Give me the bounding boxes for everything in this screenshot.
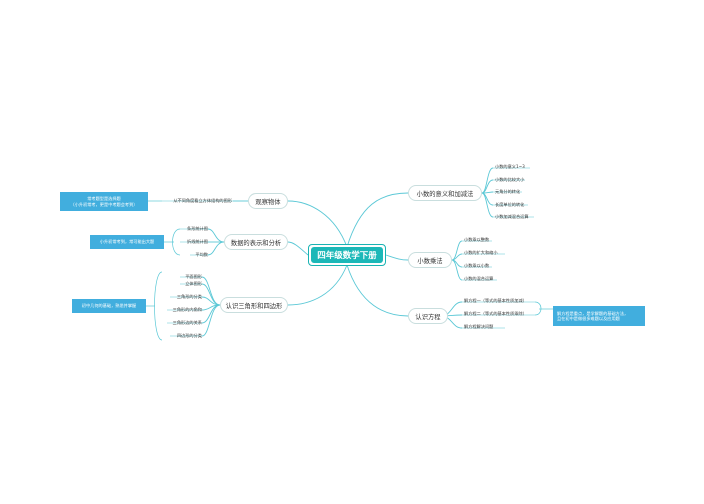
leaf-decimal-meaning-4[interactable]: 长度单位的转化	[495, 202, 525, 207]
callout-observe-line-2: （小升初常考，更是中考题会考到）	[70, 201, 138, 207]
callout-equation-line-2: 且在初中是做很多难题以及应用题	[557, 316, 620, 321]
branch-equation[interactable]: 认识方程	[408, 308, 448, 324]
branch-decimal-meaning[interactable]: 小数的意义和加减法	[408, 185, 482, 201]
callout-data-line-1: 小升初常考到，常可能出大题	[99, 239, 155, 245]
leaf-triangle-2[interactable]: 立体图形	[185, 281, 202, 286]
callout-equation-line-1: 解方程是重点，是学解题的基础方法，	[557, 310, 629, 316]
branch-observe-label: 观察物体	[255, 198, 281, 206]
leaf-decimal-mult-2[interactable]: 小数的扩大和缩小	[464, 250, 498, 255]
leaf-decimal-meaning-5[interactable]: 小数加减混合运算	[495, 214, 529, 219]
callout-data[interactable]: 小升初常考到，常可能出大题	[90, 235, 164, 249]
leaf-triangle-5[interactable]: 三角形边的关系	[172, 320, 202, 325]
leaf-data-1[interactable]: 条形统计图	[187, 226, 208, 231]
callout-triangle-line-1: 初中几何的基础，熟悉并掌握	[81, 303, 137, 309]
branch-observe[interactable]: 观察物体	[248, 193, 288, 209]
callout-equation[interactable]: 解方程是重点，是学解题的基础方法， 且在初中是做很多难题以及应用题	[553, 306, 645, 326]
branch-equation-label: 认识方程	[415, 313, 441, 321]
callout-triangle[interactable]: 初中几何的基础，熟悉并掌握	[72, 299, 146, 313]
leaf-decimal-meaning-3[interactable]: 元角分的转化	[495, 189, 521, 194]
branch-triangle[interactable]: 认识三角形和四边形	[220, 297, 288, 313]
leaf-decimal-meaning-2[interactable]: 小数的比较大小	[495, 177, 525, 182]
callout-observe-line-1: 常考题型是选择题	[87, 196, 121, 201]
leaf-data-2[interactable]: 折线统计图	[187, 239, 208, 244]
leaf-observe-1[interactable]: 从不同角度看立方体组构的图形	[173, 198, 232, 203]
callout-observe[interactable]: 常考题型是选择题 （小升初常考，更是中考题会考到）	[60, 192, 148, 211]
leaf-decimal-mult-4[interactable]: 小数的混合运算	[464, 276, 494, 281]
leaf-triangle-3[interactable]: 三角形的分类	[176, 294, 202, 299]
central-topic-label: 四年级数学下册	[311, 247, 383, 263]
leaf-triangle-1[interactable]: 平面图形	[185, 274, 202, 279]
leaf-decimal-mult-1[interactable]: 小数乘以整数	[464, 237, 490, 242]
leaf-equation-1[interactable]: 解方程一（等式的基本性质加减）	[464, 298, 527, 303]
leaf-equation-2[interactable]: 解方程二（等式的基本性质乘除）	[464, 311, 527, 316]
central-topic[interactable]: 四年级数学下册	[308, 244, 386, 266]
branch-decimal-meaning-label: 小数的意义和加减法	[416, 190, 474, 198]
leaf-triangle-4[interactable]: 三角形的内角和	[172, 307, 202, 312]
leaf-data-3[interactable]: 平均数	[195, 252, 208, 257]
leaf-equation-3[interactable]: 解方程解决问题	[464, 324, 494, 329]
leaf-decimal-meaning-1[interactable]: 小数的意义1~3	[495, 164, 525, 169]
branch-decimal-mult-label: 小数乘法	[417, 257, 443, 265]
branch-data[interactable]: 数据的表示和分析	[224, 234, 288, 250]
leaf-decimal-mult-3[interactable]: 小数乘以小数	[464, 263, 490, 268]
branch-triangle-label: 认识三角形和四边形	[225, 302, 283, 310]
branch-data-label: 数据的表示和分析	[230, 239, 282, 247]
branch-decimal-mult[interactable]: 小数乘法	[408, 252, 452, 268]
leaf-triangle-6[interactable]: 四边形的分类	[176, 333, 202, 338]
